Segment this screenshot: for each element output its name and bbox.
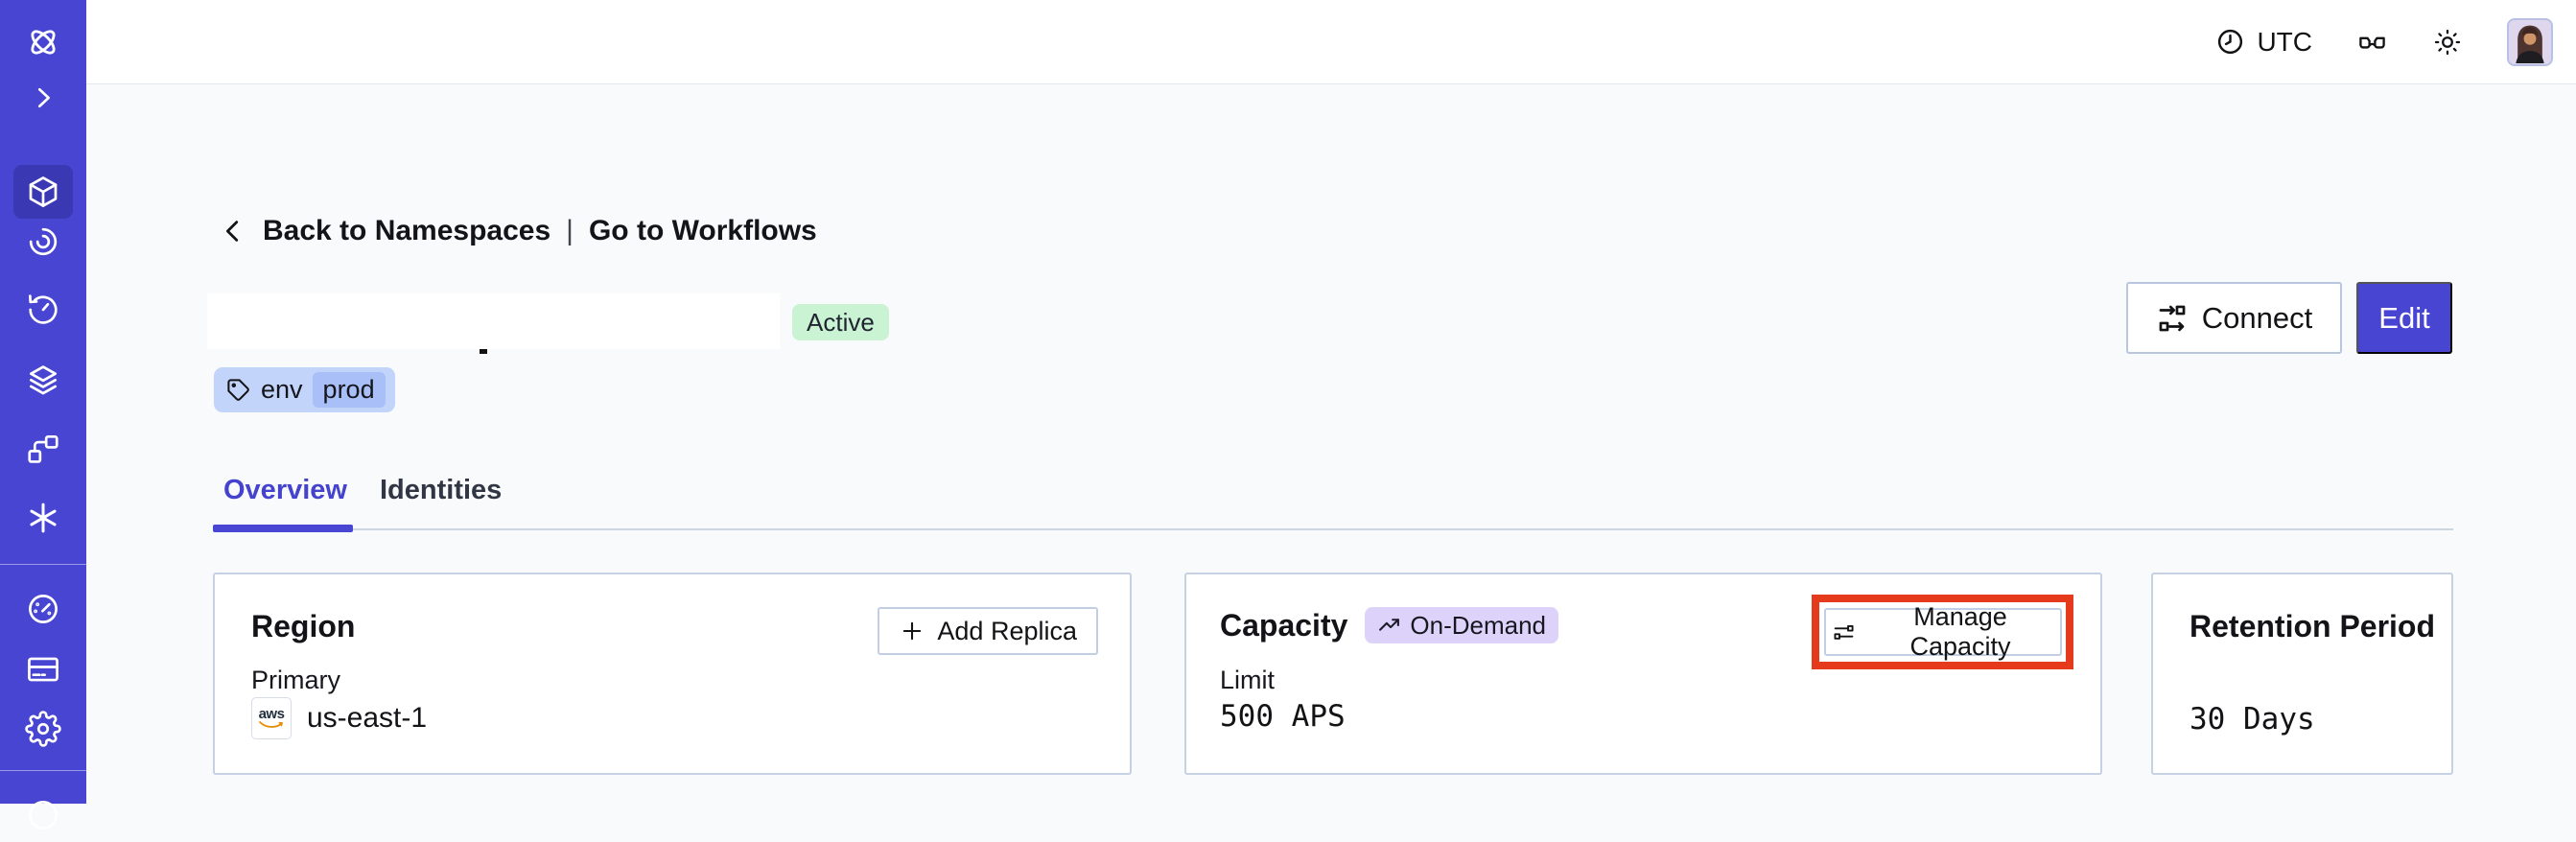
sidebar-item-usage-gauge-icon[interactable] [13, 582, 73, 636]
user-avatar[interactable] [2507, 17, 2553, 66]
manage-capacity-label: Manage Capacity [1909, 602, 2011, 661]
temporal-logo-icon[interactable] [13, 15, 73, 69]
edit-button[interactable]: Edit [2356, 282, 2452, 354]
sidebar-item-batch-layers-icon[interactable] [13, 353, 73, 407]
retention-value: 30 Days [2190, 702, 2315, 737]
tab-overview[interactable]: Overview [223, 475, 347, 505]
retention-card: Retention Period 30 Days [2151, 573, 2453, 775]
status-badge: Active [792, 304, 889, 340]
aws-provider-icon: aws [251, 697, 292, 739]
tag-icon [227, 379, 249, 401]
on-demand-badge-label: On-Demand [1410, 610, 1547, 640]
breadcrumb: Back to Namespaces | Go to Workflows [219, 209, 817, 253]
sidebar-item-settings-gear-icon[interactable] [13, 702, 73, 756]
aws-smile-arrow [259, 720, 283, 728]
capacity-card: Capacity On-Demand Limit 500 APS Manage … [1184, 573, 2102, 775]
plus-icon [903, 621, 922, 641]
manage-capacity-button[interactable]: Manage Capacity [1823, 602, 2062, 661]
expand-sidebar-chevron-icon[interactable] [13, 71, 73, 125]
region-card-title: Region [251, 609, 356, 643]
sidebar-item-nexus-asterisk-icon[interactable] [13, 491, 73, 545]
clock-icon [2218, 29, 2243, 55]
capacity-card-header: Capacity On-Demand [1220, 607, 1559, 643]
connect-button-label: Connect [2201, 300, 2313, 335]
primary-region-row: aws us-east-1 [251, 697, 427, 739]
limit-value: 500 APS [1220, 699, 1346, 734]
som-highlight-box: Manage Capacity [1812, 595, 2073, 669]
sidebar-nav [0, 0, 86, 830]
back-to-namespaces-link[interactable]: Back to Namespaces [263, 215, 551, 246]
breadcrumb-separator: | [566, 215, 574, 246]
sliders-icon [1834, 624, 1854, 640]
retention-card-title: Retention Period [2190, 609, 2436, 643]
tag-key: env [261, 375, 303, 404]
sidebar-item-help-icon[interactable] [13, 788, 73, 842]
sidebar-item-namespaces-cube-icon[interactable] [13, 165, 73, 219]
namespace-tag-pill: env prod [214, 367, 395, 412]
connect-icon [2159, 305, 2186, 331]
sidebar-divider [0, 564, 86, 565]
timezone-label: UTC [2257, 26, 2312, 57]
namespace-detail-page: UTC [0, 0, 2576, 804]
add-replica-button[interactable]: Add Replica [878, 607, 1098, 655]
on-demand-badge: On-Demand [1365, 607, 1559, 643]
primary-region-value: us-east-1 [307, 702, 428, 734]
timezone-selector[interactable]: UTC [2215, 27, 2312, 58]
namespace-title-redacted [207, 293, 780, 349]
chevron-left-icon[interactable] [219, 217, 247, 246]
tab-identities[interactable]: Identities [380, 475, 503, 505]
primary-label: Primary [251, 666, 340, 694]
top-bar: UTC [86, 0, 2576, 84]
status-badge-label: Active [807, 307, 875, 337]
limit-label: Limit [1220, 666, 1276, 694]
edit-button-label: Edit [2378, 300, 2430, 335]
tag-value: prod [312, 372, 386, 408]
region-card: Region Add Replica Primary aws us-east-1 [213, 573, 1132, 775]
active-tab-underline [213, 525, 353, 532]
sidebar-item-billing-card-icon[interactable] [13, 643, 73, 696]
sidebar-item-workflows-spiral-icon[interactable] [13, 215, 73, 269]
namespace-title-dot [480, 349, 487, 354]
go-to-workflows-link[interactable]: Go to Workflows [588, 215, 817, 246]
sidebar-item-schedules-timer-icon[interactable] [13, 283, 73, 337]
sidebar-divider [0, 770, 86, 771]
capacity-card-title: Capacity [1220, 607, 1348, 643]
aws-label: aws [258, 705, 285, 722]
tabs-divider-line [213, 528, 2453, 530]
trending-up-icon [1379, 618, 1400, 631]
data-converter-glasses-icon[interactable] [2356, 26, 2388, 58]
connect-button[interactable]: Connect [2126, 282, 2342, 354]
sidebar-item-deployments-workflow-icon[interactable] [13, 422, 73, 476]
add-replica-label: Add Replica [937, 616, 1077, 645]
theme-toggle-sun-icon[interactable] [2432, 27, 2463, 58]
